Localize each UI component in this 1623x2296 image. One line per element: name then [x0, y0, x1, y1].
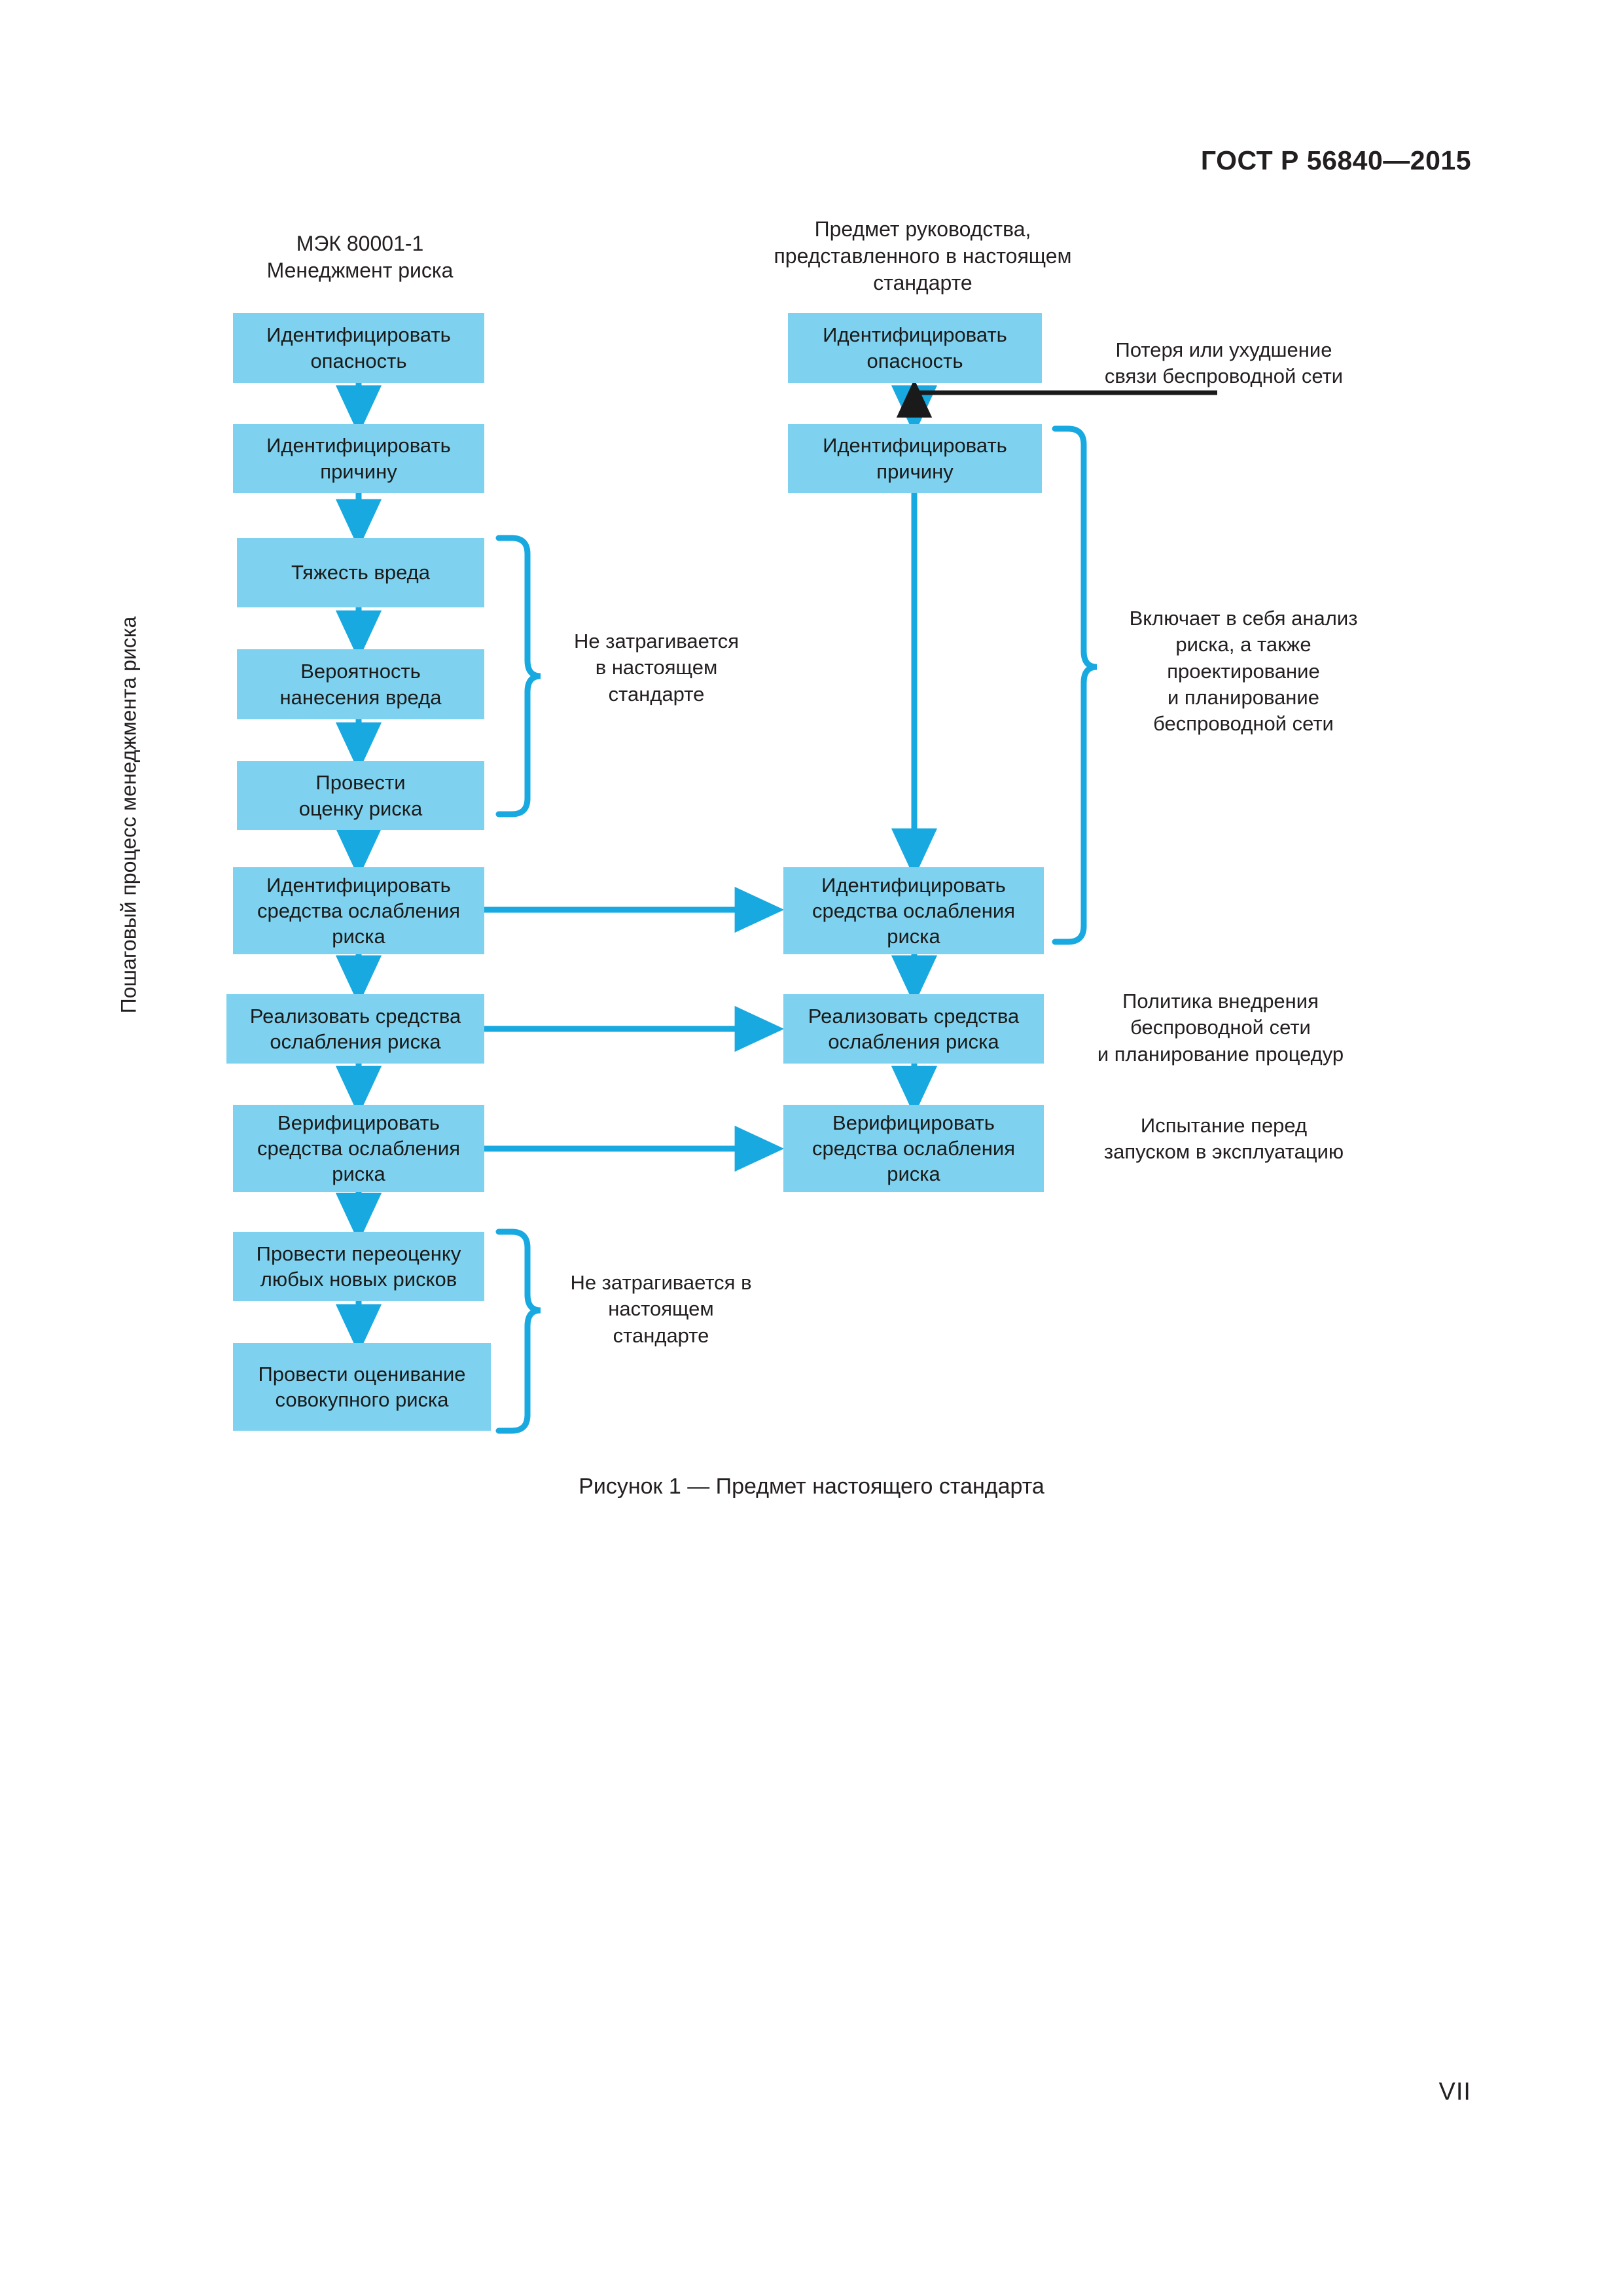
column-caption-right: Предмет руководства, представленного в н…: [774, 217, 1072, 295]
node-right-identify-mitigation[interactable]: Идентифицировать средства ослабления рис…: [783, 867, 1044, 954]
node-left-identify-mitigation[interactable]: Идентифицировать средства ослабления рис…: [233, 867, 484, 954]
node-left-reassess-new-risks[interactable]: Провести переоценку любых новых рисков: [233, 1232, 484, 1301]
document-standard-number: ГОСТ Р 56840—2015: [1200, 145, 1471, 175]
node-left-evaluate-overall-risk[interactable]: Провести оценивание совокупного риска: [233, 1343, 491, 1431]
brace-includes-analysis: [1052, 425, 1097, 945]
annotation-not-covered-upper: Не затрагивается в настоящем стандарте: [573, 630, 740, 706]
annotation-deployment-policy: Политика внедрения беспроводной сети и п…: [1097, 990, 1344, 1066]
node-right-identify-hazard[interactable]: Идентифицировать опасность: [788, 313, 1042, 383]
node-right-verify-mitigation[interactable]: Верифицировать средства ослабления риска: [783, 1105, 1044, 1192]
node-left-verify-mitigation[interactable]: Верифицировать средства ослабления риска: [233, 1105, 484, 1192]
annotation-wireless-loss: Потеря или ухудшение связи беспроводной …: [1104, 338, 1344, 388]
column-caption-left: МЭК 80001-1 Менеджмент риска: [266, 232, 454, 282]
brace-not-covered-upper: [495, 535, 541, 817]
node-left-implement-mitigation[interactable]: Реализовать средства ослабления риска: [226, 994, 484, 1064]
annotation-pre-launch-test: Испытание перед запуском в эксплуатацию: [1103, 1114, 1344, 1164]
figure-scope-of-standard: МЭК 80001-1 Менеджмент риска Предмет рук…: [116, 217, 1358, 1434]
node-right-implement-mitigation[interactable]: Реализовать средства ослабления риска: [783, 994, 1044, 1064]
figure-caption: Рисунок 1 — Предмет настоящего стандарта: [579, 1474, 1044, 1499]
axis-label-risk-process: Пошаговый процесс менеджмента риска: [116, 616, 141, 1014]
annotation-not-covered-lower: Не затрагивается в настоящем стандарте: [570, 1271, 752, 1347]
page-number: VII: [1438, 2078, 1471, 2106]
node-left-identify-cause[interactable]: Идентифицировать причину: [233, 424, 484, 493]
node-left-risk-assessment[interactable]: Провести оценку риска: [237, 761, 484, 830]
brace-not-covered-lower: [495, 1229, 541, 1434]
annotation-includes-analysis: Включает в себя анализ риска, а также пр…: [1129, 607, 1358, 736]
node-left-harm-probability[interactable]: Вероятность нанесения вреда: [237, 649, 484, 719]
node-right-identify-cause[interactable]: Идентифицировать причину: [788, 424, 1042, 493]
node-left-harm-severity[interactable]: Тяжесть вреда: [237, 538, 484, 607]
node-left-identify-hazard[interactable]: Идентифицировать опасность: [233, 313, 484, 383]
